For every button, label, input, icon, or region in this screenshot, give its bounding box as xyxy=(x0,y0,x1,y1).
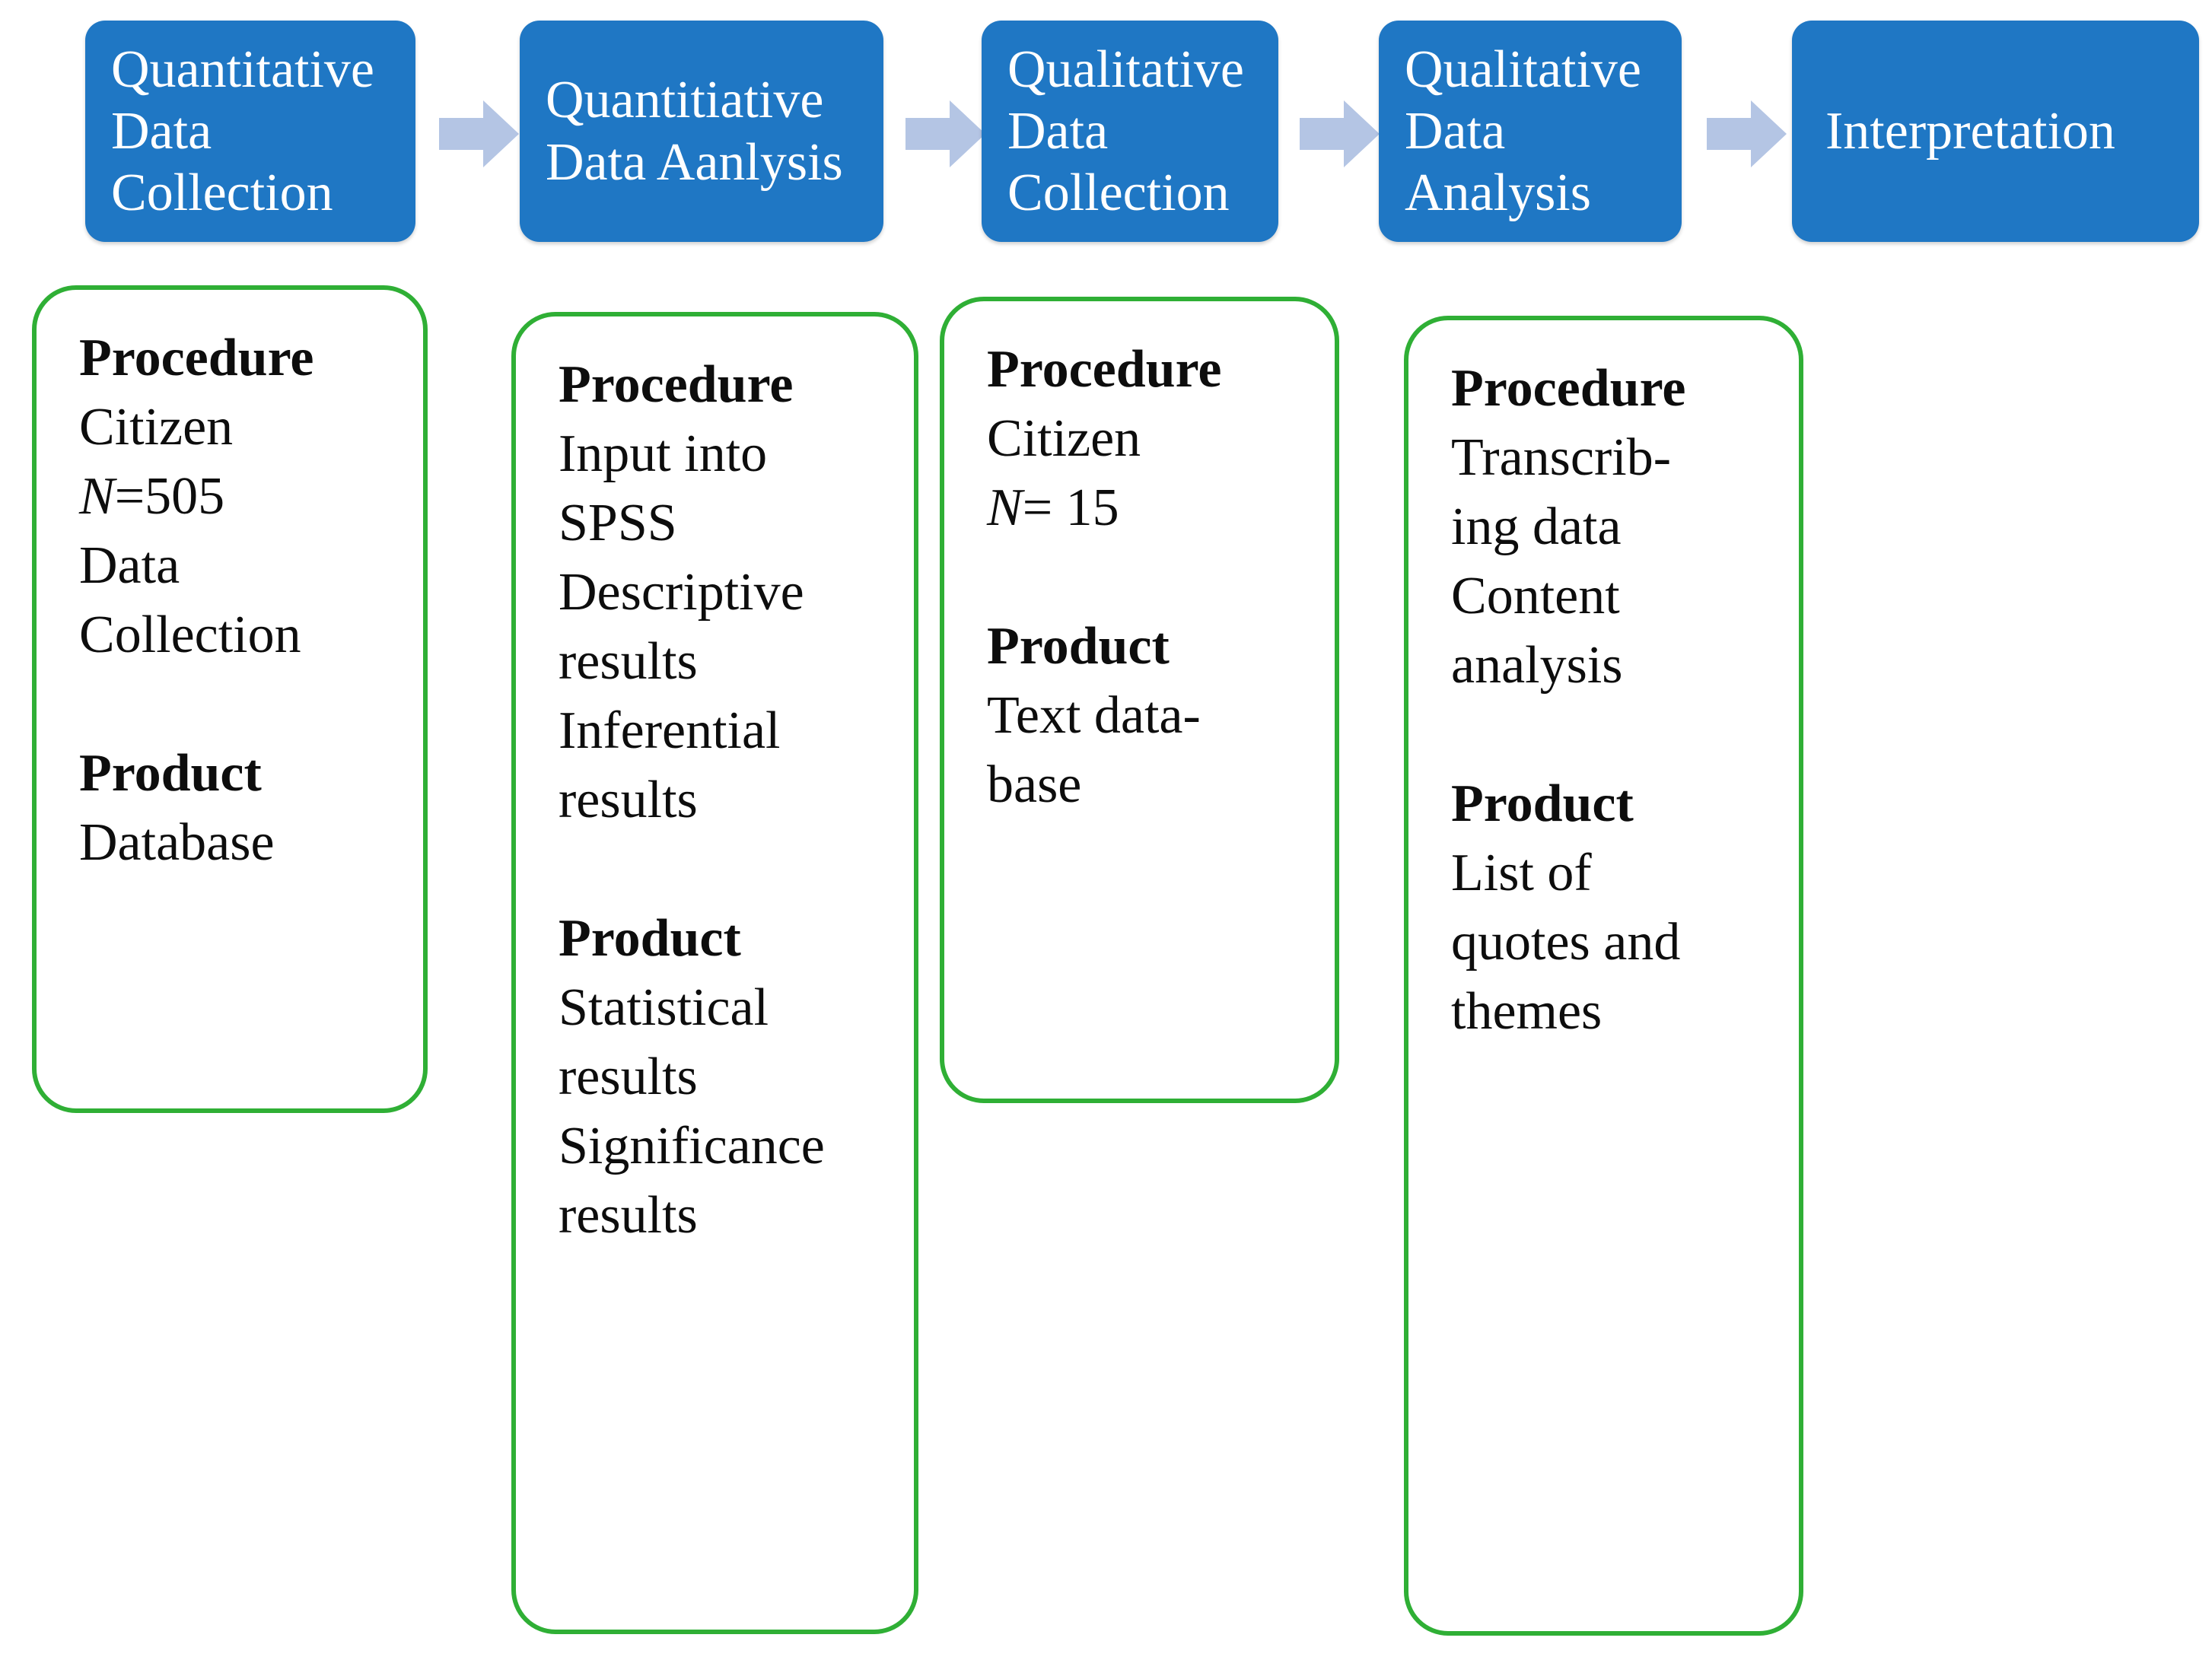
stage-label-line: Quantitiative xyxy=(546,71,824,130)
stage-label-line: Data Aanlysis xyxy=(546,132,843,192)
arrow-right-icon-3 xyxy=(1300,99,1380,169)
detail-line: results xyxy=(559,632,698,691)
arrow-right-icon-1 xyxy=(439,99,519,169)
detail-line: Text data- xyxy=(987,686,1201,745)
italic-n: N xyxy=(79,467,115,526)
detail-line: ing data xyxy=(1451,498,1622,556)
detail-line-procedure-heading: Procedure xyxy=(559,355,794,414)
detail-box-quant-data-analysis[interactable]: Procedure Input into SPSS Descriptive re… xyxy=(511,312,918,1634)
detail-line-product-heading: Product xyxy=(1451,774,1634,833)
detail-line: Citizen xyxy=(79,398,234,456)
detail-line: base xyxy=(987,755,1082,814)
detail-line-procedure-heading: Procedure xyxy=(79,329,314,387)
detail-line: results xyxy=(559,1048,698,1106)
sample-size-value: = 15 xyxy=(1022,479,1119,537)
arrow-right-icon-4 xyxy=(1707,99,1787,169)
detail-line: Descriptive xyxy=(559,563,804,622)
stage-label-line: Qualitative xyxy=(1007,40,1245,99)
detail-line-product-heading: Product xyxy=(987,617,1170,676)
detail-line: Data xyxy=(79,536,180,595)
detail-line: Statistical xyxy=(559,978,769,1037)
detail-box-qual-data-collection[interactable]: Procedure Citizen N= 15 Product Text dat… xyxy=(940,297,1339,1103)
arrow-right-icon-2 xyxy=(905,99,985,169)
detail-line-sample-size: N= 15 xyxy=(987,473,1315,542)
detail-line: Significance xyxy=(559,1117,825,1175)
detail-line: Content xyxy=(1451,567,1620,625)
stage-label-line: Qualitative xyxy=(1405,40,1642,99)
detail-line-product-heading: Product xyxy=(79,744,262,803)
stage-label-line: Data xyxy=(1007,101,1109,161)
detail-line-sample-size: N=505 xyxy=(79,462,403,531)
detail-line: Database xyxy=(79,813,275,872)
stage-label-line: Data xyxy=(111,101,212,161)
detail-line: results xyxy=(559,1186,698,1245)
detail-box-quant-data-collection[interactable]: Procedure Citizen N=505 Data Collection … xyxy=(32,285,428,1113)
stage-label-line: Quantitative xyxy=(111,40,375,99)
stage-box-quant-data-collection[interactable]: Quantitative Data Collection xyxy=(85,21,415,242)
detail-line: analysis xyxy=(1451,636,1623,695)
detail-line: themes xyxy=(1451,982,1603,1041)
stage-box-qual-data-collection[interactable]: Qualitative Data Collection xyxy=(982,21,1278,242)
detail-line-product-heading: Product xyxy=(559,909,741,968)
stage-label-line: Interpretation xyxy=(1825,101,2115,161)
detail-line: quotes and xyxy=(1451,913,1681,972)
detail-line-procedure-heading: Procedure xyxy=(987,340,1222,399)
detail-line: Collection xyxy=(79,606,301,664)
stage-label-line: Collection xyxy=(1007,164,1230,223)
detail-line: Inferential xyxy=(559,701,781,760)
sample-size-value: =505 xyxy=(114,467,225,526)
detail-box-qual-data-analysis[interactable]: Procedure Transcrib- ing data Content an… xyxy=(1404,316,1803,1636)
detail-line: Transcrib- xyxy=(1451,428,1672,487)
detail-line-procedure-heading: Procedure xyxy=(1451,359,1686,418)
stage-label-line: Data xyxy=(1405,101,1506,161)
detail-line: SPSS xyxy=(559,494,677,552)
detail-line: results xyxy=(559,771,698,829)
detail-line: List of xyxy=(1451,844,1592,902)
stage-box-qual-data-analysis[interactable]: Qualitative Data Analysis xyxy=(1379,21,1682,242)
detail-line: Citizen xyxy=(987,409,1141,468)
detail-line: Input into xyxy=(559,425,768,483)
stage-box-interpretation[interactable]: Interpretation xyxy=(1792,21,2199,242)
stage-label-line: Analysis xyxy=(1405,164,1591,223)
stage-box-quant-data-analysis[interactable]: Quantitiative Data Aanlysis xyxy=(520,21,883,242)
stage-label-line: Collection xyxy=(111,164,333,223)
italic-n: N xyxy=(987,479,1023,537)
